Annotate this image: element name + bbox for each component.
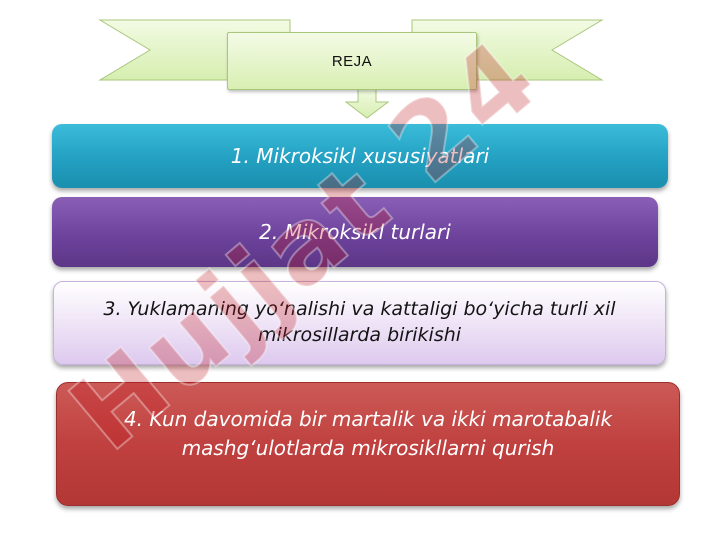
agenda-item-2-text: 2. Mikroksikl turlari (259, 220, 451, 244)
agenda-item-3: 3. Yuklamaning yo‘nalishi va kattaligi b… (53, 281, 666, 365)
agenda-item-4-text: 4. Kun davomida bir martalik va ikki mar… (123, 407, 613, 460)
agenda-item-1: 1. Mikroksikl xususiyatlari (52, 124, 668, 188)
agenda-item-3-text: 3. Yuklamaning yo‘nalishi va kattaligi b… (103, 298, 616, 346)
agenda-item-1-text: 1. Mikroksikl xususiyatlari (230, 144, 490, 168)
agenda-item-4: 4. Kun davomida bir martalik va ikki mar… (56, 382, 680, 506)
slide-title: REJA (227, 32, 477, 90)
agenda-item-2: 2. Mikroksikl turlari (52, 197, 658, 267)
down-arrow-icon (344, 87, 390, 119)
